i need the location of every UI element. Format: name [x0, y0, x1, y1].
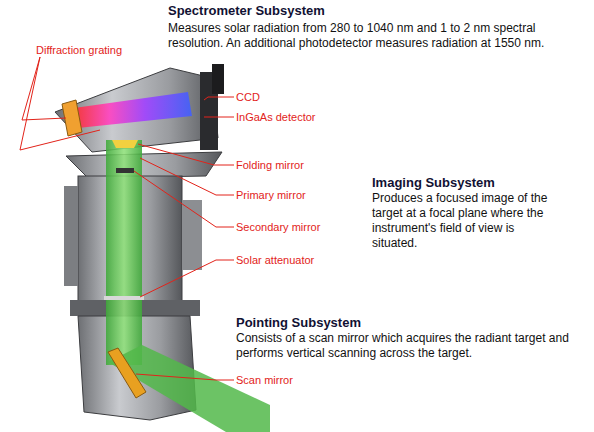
light-beam	[106, 140, 142, 365]
part-label: Secondary mirror	[236, 221, 320, 234]
side-rib	[64, 186, 78, 286]
subsystem-heading: Pointing Subsystem	[236, 315, 576, 331]
leader-line	[140, 260, 234, 297]
leader-line	[136, 374, 234, 380]
part-label: Solar attenuator	[236, 254, 314, 267]
mounting-flange	[66, 152, 222, 178]
attenuator-element	[104, 296, 144, 300]
subsystem-heading: Spectrometer Subsystem	[168, 3, 588, 19]
subsystem-description: Measures solar radiation from 280 to 104…	[168, 21, 568, 51]
part-label: Folding mirror	[236, 159, 304, 172]
folding-mirror-element	[112, 140, 138, 148]
scan-mirror-element	[108, 348, 146, 398]
leader-line	[134, 171, 234, 227]
subsystem-description: Produces a focused image of the target a…	[372, 191, 554, 251]
secondary-mirror-element	[116, 168, 134, 173]
subsystem-heading: Imaging Subsystem	[372, 175, 592, 191]
dispersed-spectrum	[74, 92, 192, 128]
leader-line	[204, 97, 234, 100]
detector-plate	[212, 64, 224, 94]
part-label: Scan mirror	[236, 374, 293, 387]
part-label: InGaAs detector	[236, 111, 316, 124]
part-label: Diffraction grating	[36, 44, 122, 57]
leader-lines	[20, 57, 234, 380]
leader-line	[138, 144, 234, 165]
leader-line	[20, 57, 100, 150]
spectrometer-housing	[55, 68, 218, 152]
leader-line	[204, 117, 234, 118]
part-label: CCD	[236, 91, 260, 104]
leader-line	[140, 158, 234, 195]
part-label: Primary mirror	[236, 189, 306, 202]
subsystem-description: Consists of a scan mirror which acquires…	[236, 331, 588, 361]
